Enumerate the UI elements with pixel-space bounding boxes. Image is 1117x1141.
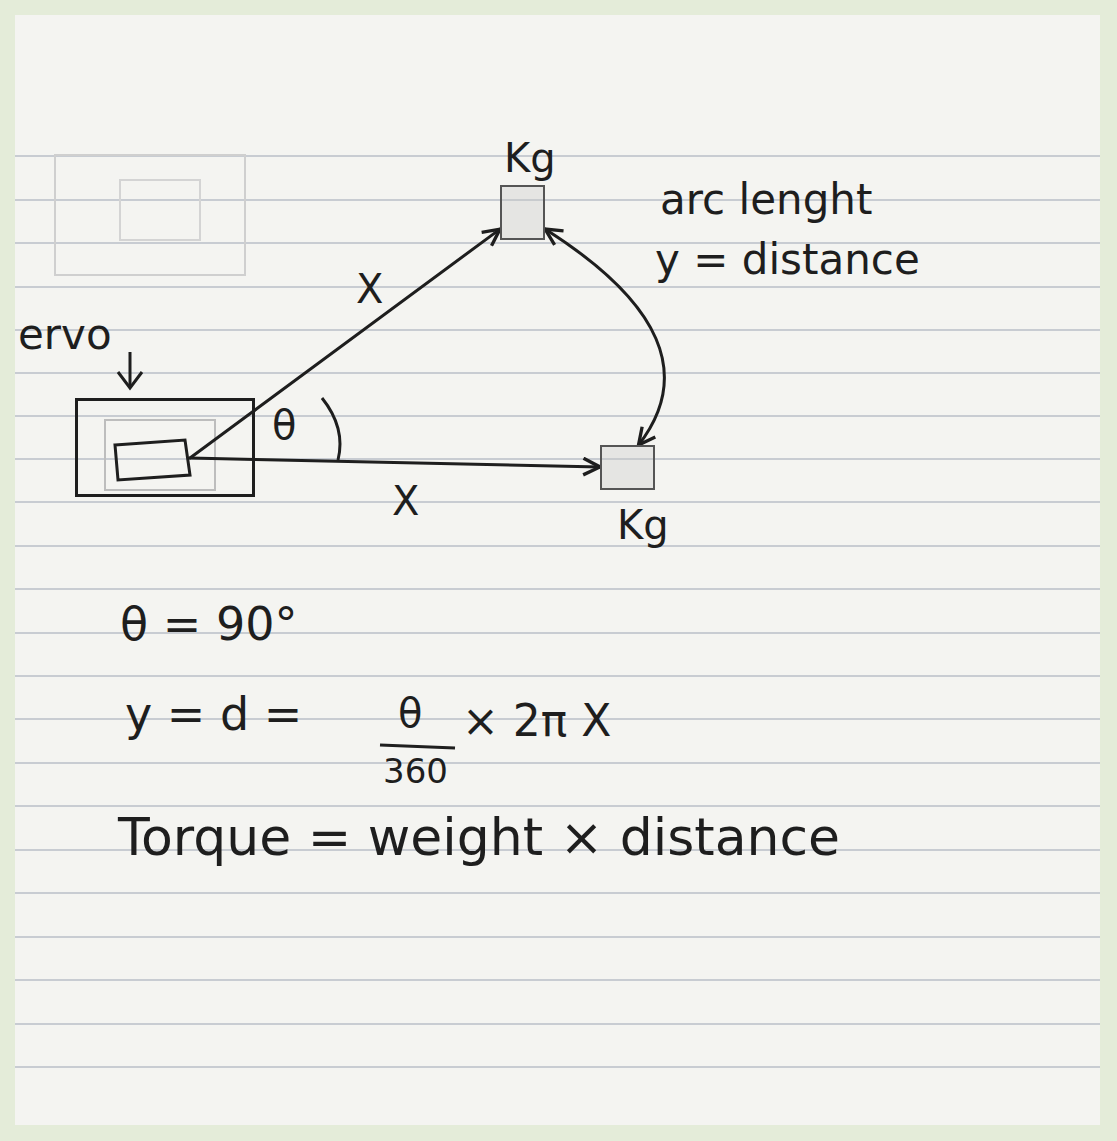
fraction-numerator: θ <box>398 690 422 736</box>
radius-line <box>255 229 500 410</box>
servo-housing: ervo <box>75 398 255 497</box>
note-text: arc lenght <box>660 176 872 224</box>
angle-symbol: θ <box>272 402 296 448</box>
weight-label: Kg <box>504 135 556 181</box>
arc-arrow <box>545 229 664 445</box>
weight-block: Kg <box>600 445 655 490</box>
length-label: X <box>392 478 419 524</box>
radius-line <box>255 459 600 466</box>
equation-text: y = d = <box>125 688 302 741</box>
fraction-denominator: 360 <box>383 752 448 791</box>
note-text: y = distance <box>655 236 920 284</box>
equation-text: θ = 90° <box>120 598 297 651</box>
part-label: ervo <box>18 311 112 359</box>
shaft-line <box>190 458 255 459</box>
weight-block: Kg <box>500 185 545 240</box>
shaft-line <box>190 410 255 458</box>
equation-text: × 2π X <box>462 696 611 747</box>
length-label: X <box>356 266 383 312</box>
equation-text: Torque = weight × distance <box>118 808 840 868</box>
weight-label: Kg <box>617 502 669 548</box>
